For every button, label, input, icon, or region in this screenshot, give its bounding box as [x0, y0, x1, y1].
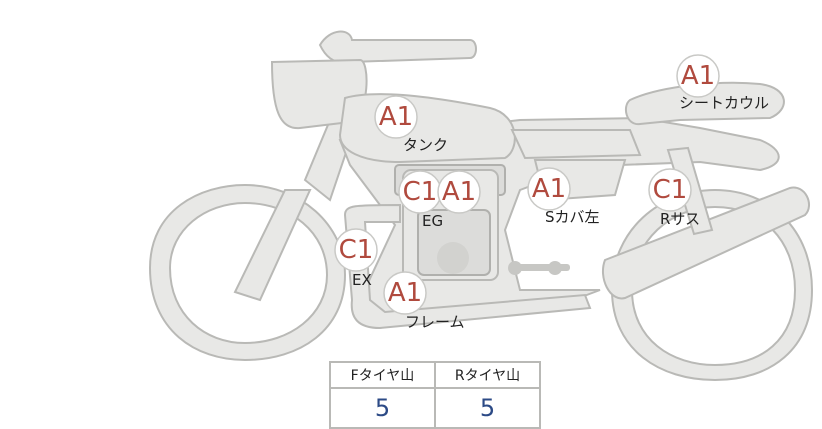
- marker-tank[interactable]: A1 タンク: [374, 95, 448, 154]
- marker-grade: C1: [339, 235, 374, 265]
- marker-side-cover[interactable]: A1 Sカバ左: [527, 167, 600, 226]
- marker-seat-cowl[interactable]: A1 シートカウル: [676, 54, 769, 112]
- marker-label: フレーム: [405, 313, 465, 331]
- marker-label: タンク: [403, 136, 448, 154]
- handlebar: [318, 30, 477, 64]
- marker-grade: A1: [388, 278, 422, 308]
- footpeg: [508, 261, 570, 275]
- front-tire-tread-value: 5: [329, 387, 436, 429]
- rear-tire-tread-header: Rタイヤ山: [434, 361, 541, 389]
- marker-grade: A1: [532, 174, 566, 204]
- marker-grade: A1: [442, 177, 476, 207]
- tire-tread-table: Fタイヤ山 Rタイヤ山 5 5: [329, 361, 541, 429]
- exhaust-pipe: [343, 203, 592, 330]
- front-tire-tread-header: Fタイヤ山: [329, 361, 436, 389]
- marker-label: Rサス: [660, 210, 700, 228]
- marker-label: Sカバ左: [545, 208, 600, 226]
- marker-frame[interactable]: A1 フレーム: [383, 271, 465, 331]
- front-wheel: [148, 183, 347, 362]
- marker-grade: C1: [653, 175, 688, 205]
- marker-grade: A1: [681, 61, 715, 91]
- marker-grade: C1: [403, 177, 438, 207]
- rear-tire-tread-value: 5: [434, 387, 541, 429]
- marker-rear-suspension[interactable]: C1 Rサス: [648, 168, 700, 228]
- seat: [510, 129, 642, 160]
- marker-label: EX: [352, 271, 372, 289]
- marker-grade: A1: [379, 102, 413, 132]
- marker-label: シートカウル: [679, 94, 769, 112]
- marker-engine[interactable]: C1 A1 EG: [398, 170, 481, 230]
- marker-exhaust[interactable]: C1 EX: [334, 228, 378, 289]
- muffler: [602, 186, 810, 300]
- marker-label: EG: [422, 212, 443, 230]
- front-fork: [233, 189, 312, 302]
